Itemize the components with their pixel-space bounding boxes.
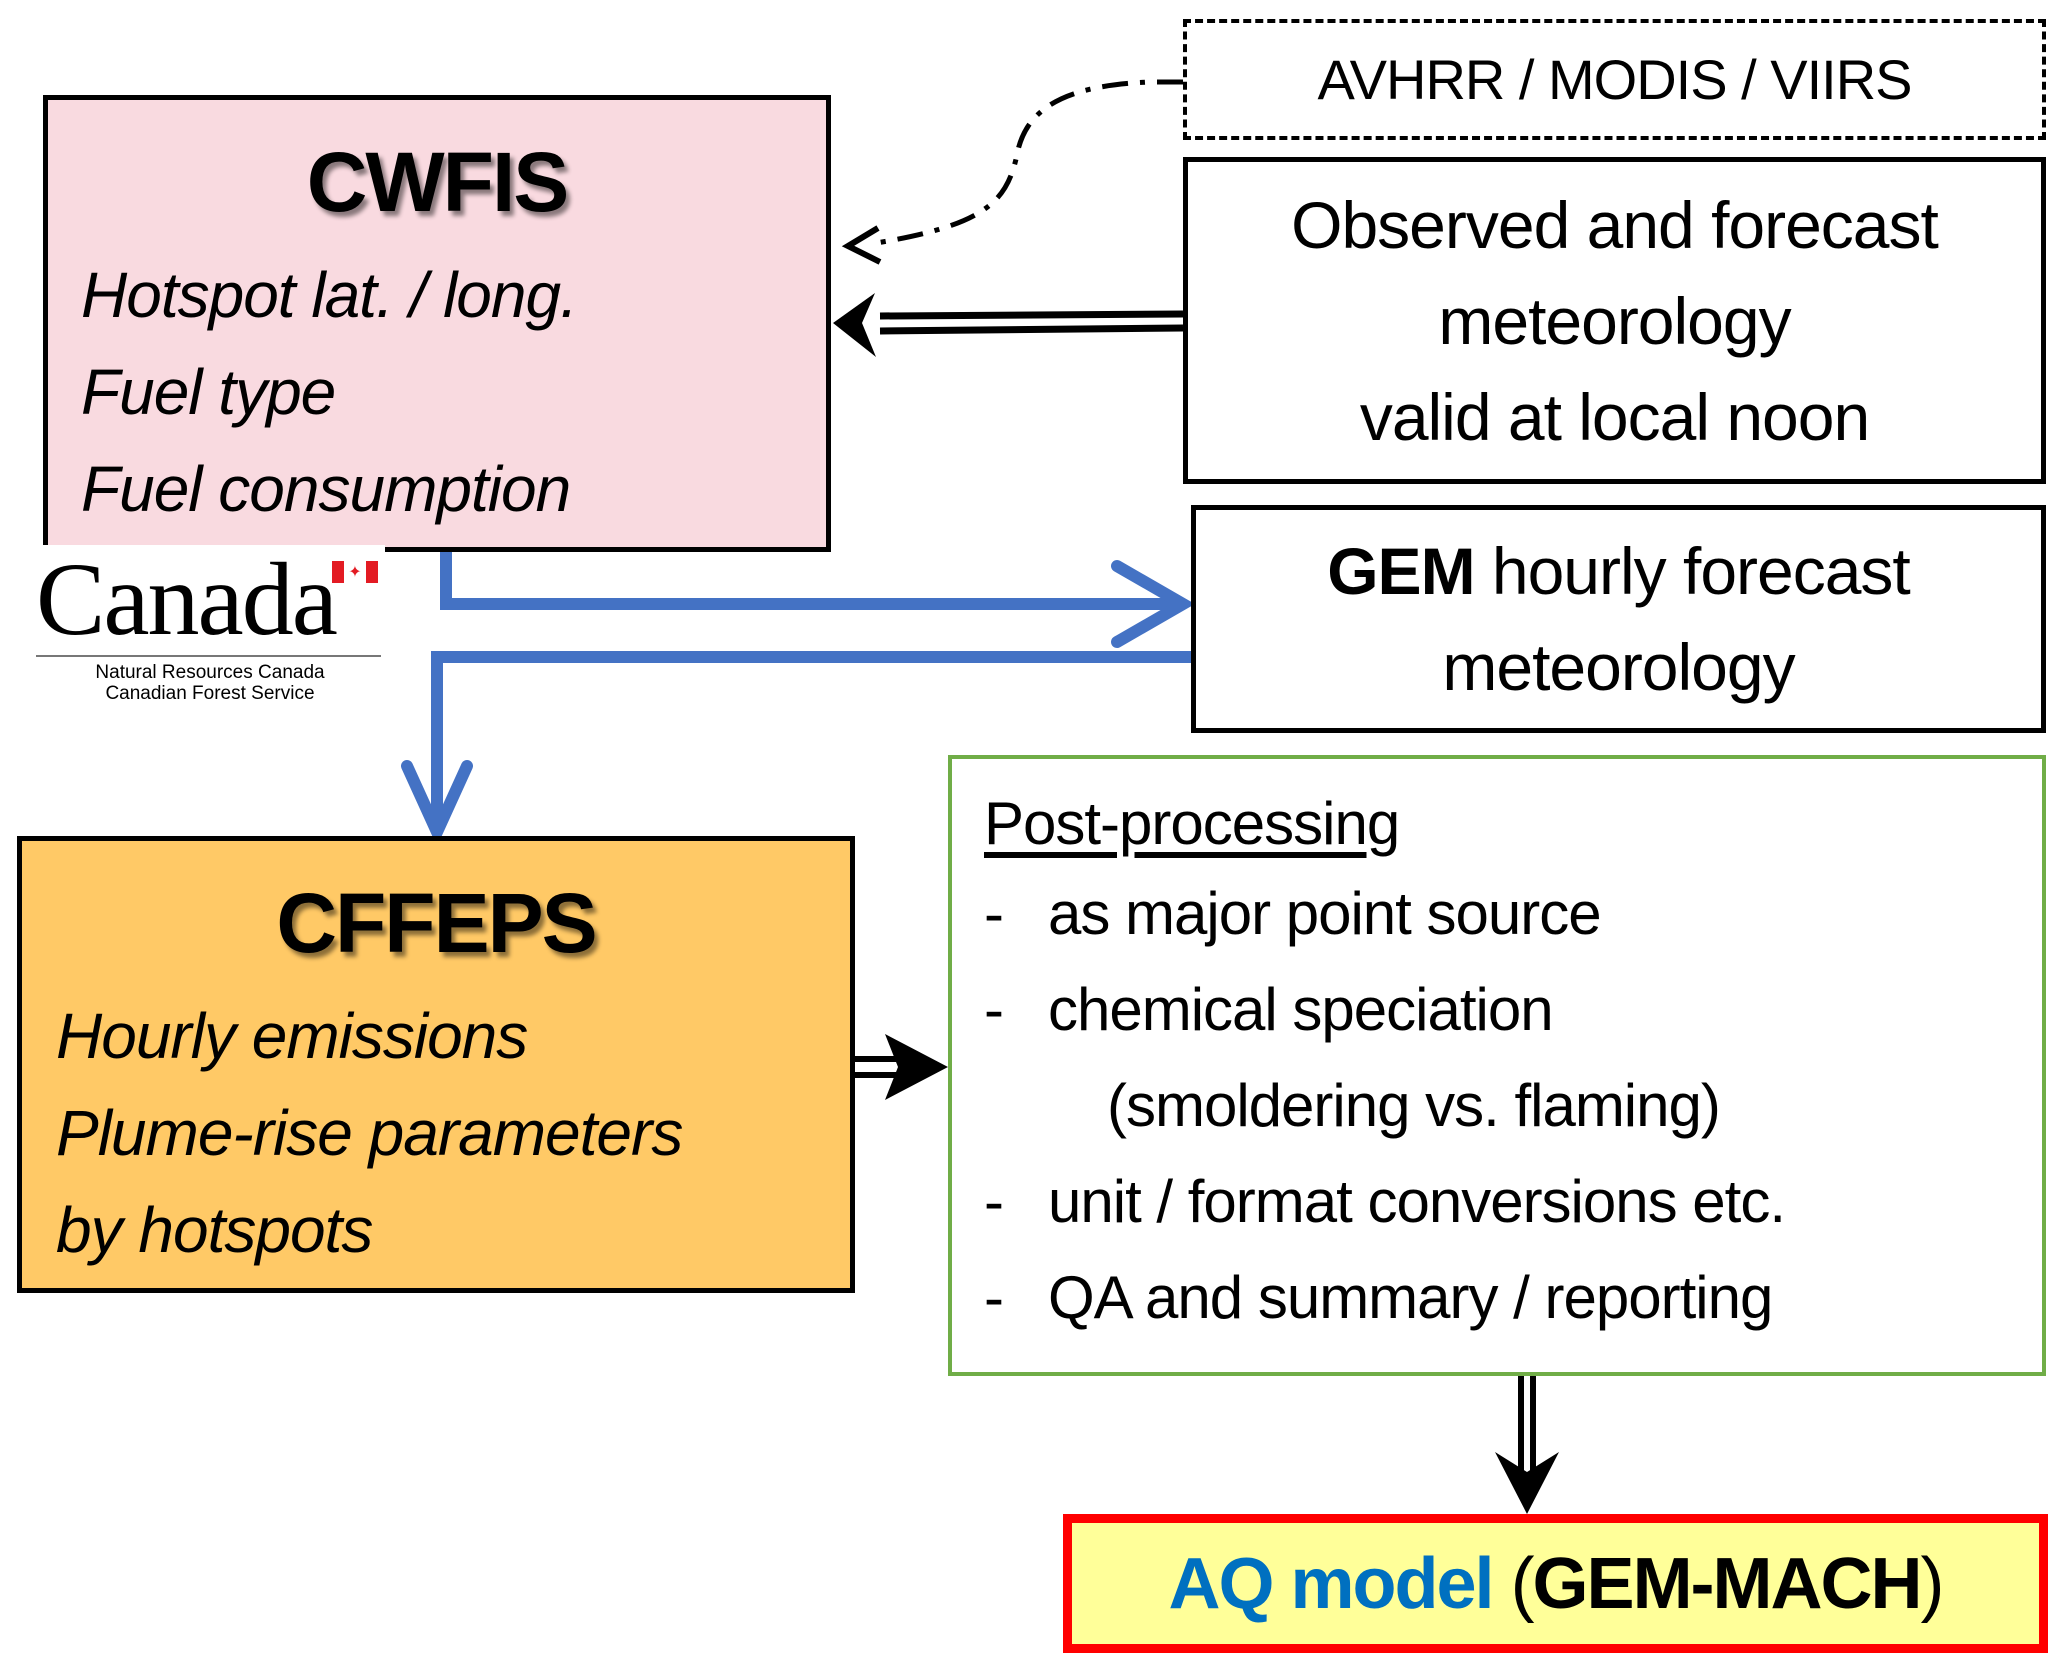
satellite-sources-label: AVHRR / MODIS / VIIRS <box>1317 48 1912 111</box>
postprocessing-item: -QA and summary / reporting <box>984 1264 1773 1331</box>
postprocessing-item: -as major point source <box>984 880 1602 947</box>
logo-line-nrcan: Natural Resources Canada <box>95 662 325 683</box>
gem-line-2: meteorology <box>1442 630 1795 704</box>
gem-mach-label: GEM-MACH <box>1532 1543 1923 1624</box>
canada-flag-icon: ✦ <box>332 561 378 583</box>
postprocessing-to-aq-arrow <box>1495 1376 1559 1514</box>
logo-line-cfs: Canadian Forest Service <box>105 683 315 704</box>
cwfis-item-hotspot: Hotspot lat. / long. <box>81 259 578 331</box>
cffeps-item-plume-rise: Plume-rise parameters <box>56 1097 683 1169</box>
cwfis-box: CWFIS Hotspot lat. / long. Fuel type Fue… <box>43 95 831 552</box>
observed-met-line-1: Observed and forecast <box>1291 187 1939 262</box>
postprocessing-heading: Post-processing <box>984 790 1400 857</box>
canada-wordmark: Canada <box>36 542 338 657</box>
postprocessing-box: Post-processing -as major point source -… <box>948 755 2046 1376</box>
observed-met-line-2: meteorology <box>1438 283 1791 358</box>
gem-line-1: GEM hourly forecast <box>1327 523 1911 619</box>
cwfis-to-gem-arrow <box>440 543 1196 648</box>
observed-meteorology-box: Observed and forecast meteorology valid … <box>1183 157 2046 484</box>
observed-met-line-3: valid at local noon <box>1359 379 1870 454</box>
nrcan-logo: Canada ✦ Natural Resources Canada Canadi… <box>30 545 385 705</box>
cffeps-item-hourly-emissions: Hourly emissions <box>56 1000 528 1072</box>
aq-close-paren: ) <box>1920 1543 1945 1624</box>
postprocessing-item: -chemical speciation <box>984 976 1554 1043</box>
cffeps-box: CFFEPS Hourly emissions Plume-rise param… <box>17 836 855 1293</box>
gem-forecast-box: GEM hourly forecast meteorology <box>1191 505 2046 733</box>
cffeps-to-postprocessing-arrow <box>855 1034 948 1100</box>
aq-model-box: AQ model ( GEM-MACH ) <box>1063 1514 2048 1653</box>
postprocessing-item: -unit / format conversions etc. <box>984 1168 1786 1235</box>
postprocessing-item-continuation: (smoldering vs. flaming) <box>1107 1072 1721 1139</box>
aq-model-label: AQ model <box>1168 1543 1495 1624</box>
satellite-sources-box: AVHRR / MODIS / VIIRS <box>1183 19 2046 140</box>
cwfis-title: CWFIS <box>306 135 570 229</box>
cffeps-item-by-hotspots: by hotspots <box>56 1194 373 1266</box>
gem-bold-label: GEM <box>1327 534 1475 608</box>
logo-divider <box>36 655 381 657</box>
satellite-to-cwfis-connector <box>869 79 1183 247</box>
observed-met-to-cwfis-arrow <box>833 293 1184 357</box>
cffeps-title: CFFEPS <box>276 876 597 970</box>
cwfis-item-fuel-type: Fuel type <box>81 356 336 428</box>
satellite-to-cwfis-arrowhead <box>841 225 882 265</box>
aq-open-paren: ( <box>1510 1543 1535 1624</box>
gem-line-1-rest: hourly forecast <box>1474 534 1911 608</box>
cwfis-item-fuel-consumption: Fuel consumption <box>81 453 571 525</box>
